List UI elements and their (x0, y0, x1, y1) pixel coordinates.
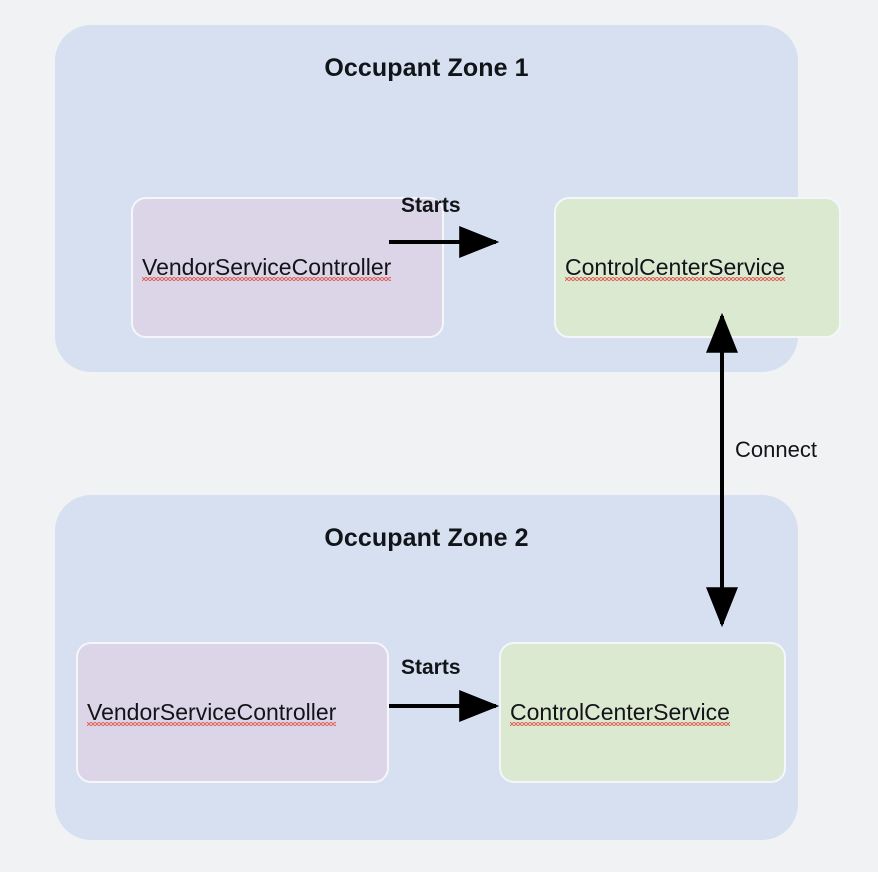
zone-1-vendor-service-controller-label: VendorServiceController (133, 253, 400, 282)
zone-1-control-center-service-label: ControlCenterService (556, 253, 794, 282)
connect-edge-label: Connect (735, 437, 817, 462)
zone-1-starts-edge-label: Starts (401, 194, 461, 217)
zone-2-vendor-service-controller-label: VendorServiceController (78, 698, 345, 727)
zone-1-title: Occupant Zone 1 (324, 54, 529, 82)
zone-1-control-center-service-node[interactable]: ControlCenterService (554, 197, 841, 338)
zone-2-control-center-service-label: ControlCenterService (501, 698, 739, 727)
zone-2-starts-edge-label: Starts (401, 656, 461, 679)
zone-2-vendor-service-controller-node[interactable]: VendorServiceController (76, 642, 389, 783)
zone-2-control-center-service-node[interactable]: ControlCenterService (499, 642, 786, 783)
zone-1-vendor-service-controller-node[interactable]: VendorServiceController (131, 197, 444, 338)
occupant-zone-1-container[interactable]: Occupant Zone 1 VendorServiceController … (55, 25, 841, 372)
zone-2-title: Occupant Zone 2 (324, 524, 529, 552)
